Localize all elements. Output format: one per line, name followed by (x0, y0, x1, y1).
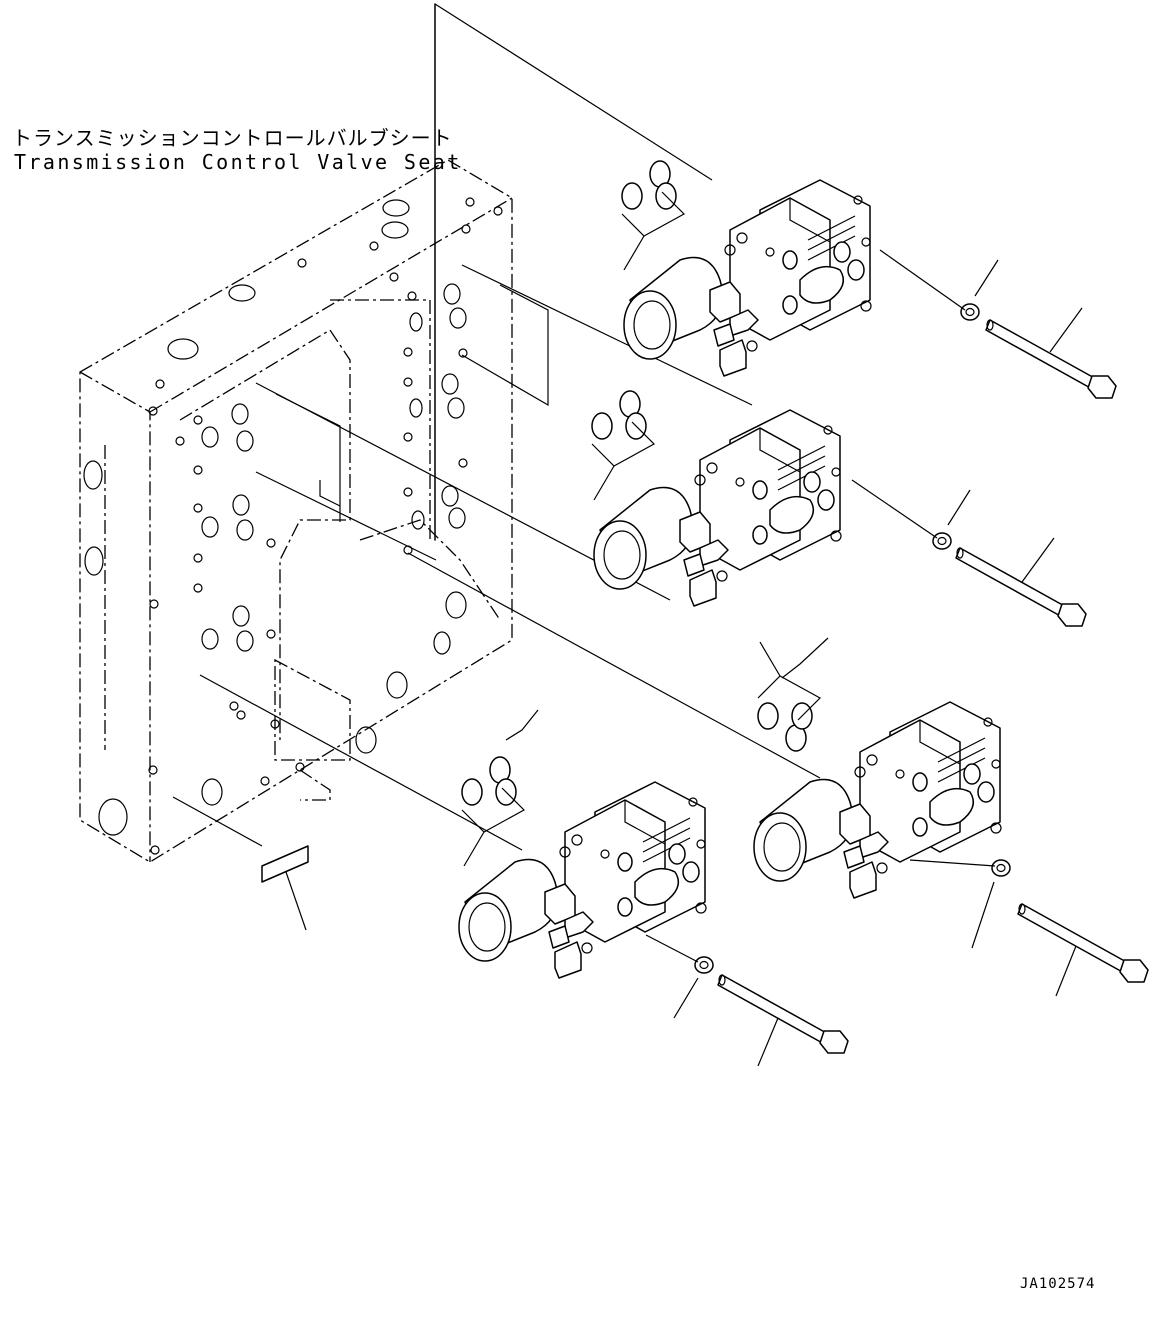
valve-assembly-2 (593, 409, 842, 607)
bolt-icon (717, 307, 1149, 1067)
nameplate-icon (261, 845, 309, 931)
valve-assembly-1 (623, 179, 872, 377)
part-title-japanese: トランスミッションコントロールバルブシート (12, 126, 453, 150)
o-ring-leaders (505, 637, 829, 741)
projection-lines (172, 3, 821, 851)
washer-icon (645, 249, 1011, 1019)
part-title-english: Transmission Control Valve Seat (14, 150, 462, 174)
plate-port-holes (83, 199, 467, 836)
plate-bolt-holes (148, 197, 503, 855)
valve-assembly-4 (458, 781, 707, 979)
drawing-number: JA102574 (1020, 1276, 1096, 1292)
valve-seat-plate (79, 159, 513, 863)
